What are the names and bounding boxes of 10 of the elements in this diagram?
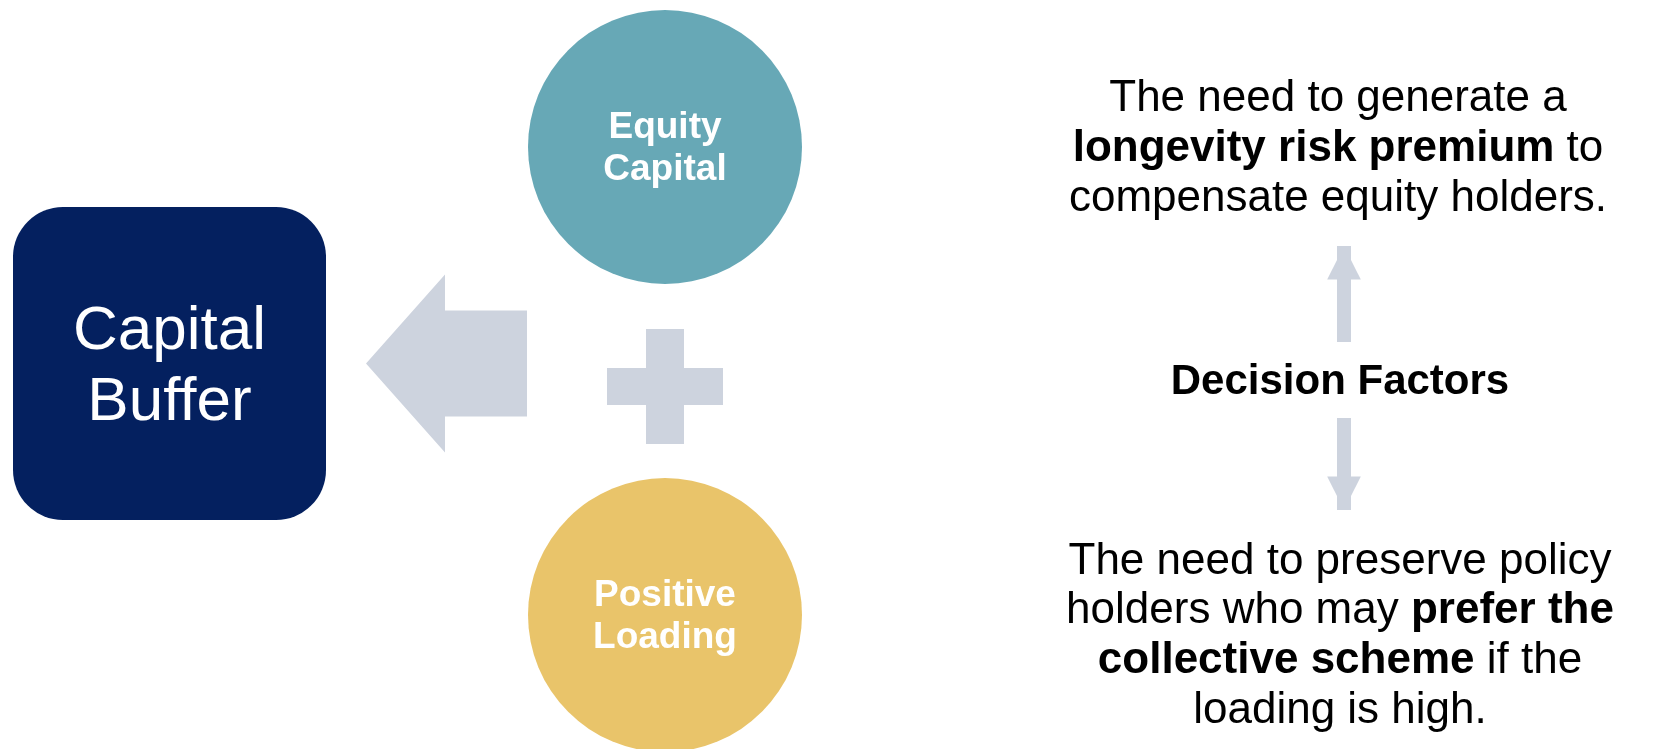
arrow [1327,246,1361,342]
arrow [1327,418,1361,510]
node-label: Capital Buffer [72,293,267,434]
description-text: The need to preserve policy holders who may prefer the collective scheme if the loading is high. [1065,533,1615,733]
node-label: Positive Loading [592,573,738,657]
block-arrow [366,274,527,453]
description-text: The need to generate a longevity risk premium to compensate equity holders. [1067,71,1609,221]
node-label: Equity Capital [602,105,728,189]
process-box [13,207,326,520]
heading-text: Decision Factors [1170,356,1510,404]
